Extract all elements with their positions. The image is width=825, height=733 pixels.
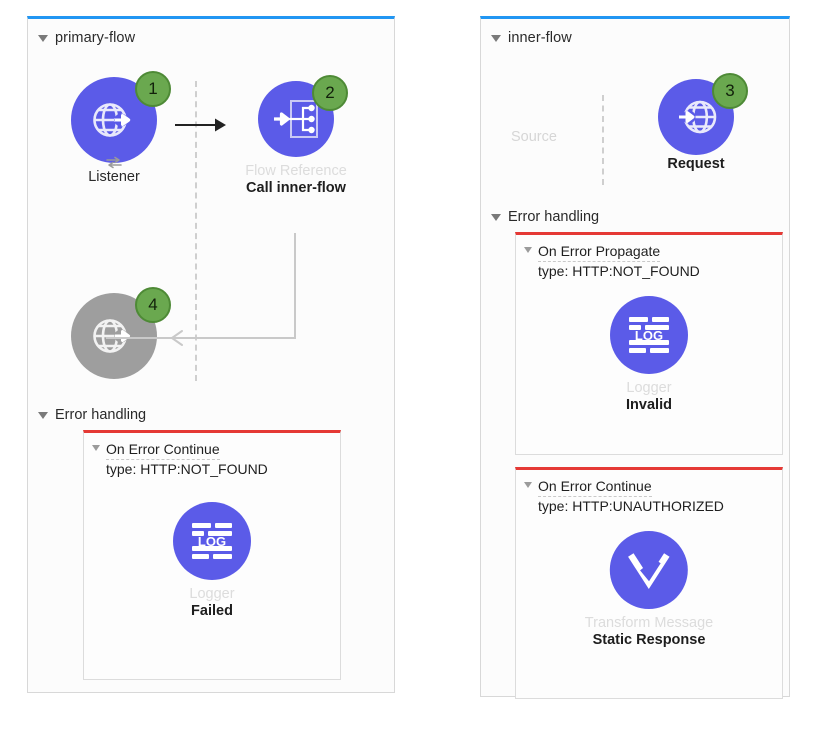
node-type-label: Listener [88, 169, 140, 185]
flow-title: primary-flow [55, 30, 136, 46]
lane-divider [195, 81, 197, 381]
error-handler-titles: On Error Propagate type: HTTP:NOT_FOUND [538, 242, 700, 282]
bidirectional-arrow-icon [103, 155, 125, 170]
error-handler-box[interactable]: On Error Propagate type: HTTP:NOT_FOUND [515, 232, 783, 455]
node-type-label: Transform Message [584, 614, 714, 631]
node-circle[interactable] [609, 530, 688, 609]
disclosure-triangle-icon[interactable] [38, 411, 48, 419]
source-placeholder[interactable]: Source [511, 129, 557, 145]
flow-header-primary[interactable]: primary-flow [38, 30, 135, 46]
node-circle[interactable]: LOG [173, 501, 251, 580]
node-name-label: Invalid [626, 396, 672, 413]
node-badge: 1 [135, 71, 171, 107]
error-handler-type: type: HTTP:NOT_FOUND [106, 461, 268, 478]
error-handling-header[interactable]: Error handling [491, 209, 783, 225]
globe-arrow-in-icon [679, 100, 717, 134]
node-circle[interactable]: 3 [658, 73, 748, 155]
error-handler-titles: On Error Continue type: HTTP:NOT_FOUND [106, 440, 268, 480]
error-handler-header[interactable]: On Error Continue type: HTTP:NOT_FOUND [84, 433, 340, 480]
disclosure-triangle-wrap[interactable] [92, 440, 100, 469]
disclosure-triangle-icon[interactable] [524, 247, 532, 270]
flow-panel-primary[interactable]: primary-flow 1 [27, 16, 395, 693]
error-handler-title: On Error Continue [106, 441, 220, 461]
node-type-label: Logger [189, 585, 235, 602]
node-name-label: Failed [191, 602, 233, 619]
flow-title: inner-flow [508, 30, 572, 46]
error-handling-primary: Error handling On Error Continue type: H… [38, 407, 368, 680]
node-logger[interactable]: LOG Logger Failed [173, 501, 251, 619]
error-handler-title: On Error Continue [538, 478, 652, 498]
flow-panel-inner[interactable]: inner-flow Source 3 [480, 16, 790, 699]
globe-arrow-out-icon [93, 319, 130, 353]
node-name-label: Static Response [592, 631, 706, 648]
lane-divider [602, 95, 604, 185]
error-handler-header[interactable]: On Error Propagate type: HTTP:NOT_FOUND [516, 235, 782, 282]
node-badge: 2 [312, 75, 348, 111]
error-handler-box[interactable]: On Error Continue type: HTTP:UNAUTHORIZE… [515, 467, 783, 699]
node-circle[interactable]: LOG [610, 295, 688, 374]
node-circle[interactable]: 1 [71, 71, 171, 169]
node-name-label: Call inner-flow [246, 180, 346, 196]
node-badge: 4 [135, 287, 171, 323]
disclosure-triangle-icon[interactable] [491, 213, 501, 221]
node-circle[interactable]: 4 [71, 287, 171, 379]
node-listener[interactable]: 1 Listener [64, 71, 171, 185]
error-handler-body: LOG Logger Failed [84, 480, 340, 650]
disclosure-triangle-wrap[interactable] [524, 477, 532, 506]
error-handler-body: Transform Message Static Response [516, 517, 782, 672]
error-handler-header[interactable]: On Error Continue type: HTTP:UNAUTHORIZE… [516, 470, 782, 517]
node-request[interactable]: 3 Request [636, 73, 756, 172]
node-name-label: Request [667, 156, 725, 172]
error-handler-titles: On Error Continue type: HTTP:UNAUTHORIZE… [538, 477, 724, 517]
disclosure-triangle-icon[interactable] [38, 34, 48, 42]
node-type-label: Logger [626, 379, 672, 396]
svg-text:LOG: LOG [198, 534, 226, 549]
error-handling-inner: Error handling On Error Propagate type: … [491, 209, 783, 699]
logger-icon: LOG [192, 522, 232, 559]
disclosure-triangle-icon[interactable] [491, 34, 501, 42]
node-type-label: Flow Reference [245, 163, 347, 179]
error-handler-type: type: HTTP:UNAUTHORIZED [538, 498, 724, 515]
flow-reference-icon [274, 100, 318, 138]
disclosure-triangle-icon[interactable] [92, 445, 100, 468]
node-flow-reference[interactable]: 2 Flow Reference Call inner-flow [233, 75, 359, 196]
error-handling-label: Error handling [508, 209, 600, 225]
error-handler-box[interactable]: On Error Continue type: HTTP:NOT_FOUND [83, 430, 341, 680]
node-logger[interactable]: LOG Logger Invalid [610, 295, 688, 413]
globe-arrow-out-icon [93, 103, 131, 137]
svg-text:LOG: LOG [635, 328, 663, 343]
logger-icon: LOG [629, 316, 669, 353]
node-circle[interactable]: 2 [258, 75, 348, 157]
node-transform-message[interactable]: Transform Message Static Response [584, 530, 714, 648]
error-handler-type: type: HTTP:NOT_FOUND [538, 263, 700, 280]
transform-message-icon [628, 552, 670, 589]
disclosure-triangle-icon[interactable] [524, 482, 532, 505]
error-handler-title: On Error Propagate [538, 243, 661, 263]
node-disabled-request[interactable]: 4 [64, 287, 171, 379]
node-badge: 3 [712, 73, 748, 109]
error-handling-header[interactable]: Error handling [38, 407, 368, 423]
disclosure-triangle-wrap[interactable] [524, 242, 532, 271]
error-handling-label: Error handling [55, 407, 147, 423]
error-handler-body: LOG Logger Invalid [516, 282, 782, 427]
flow-header-inner[interactable]: inner-flow [491, 30, 572, 46]
